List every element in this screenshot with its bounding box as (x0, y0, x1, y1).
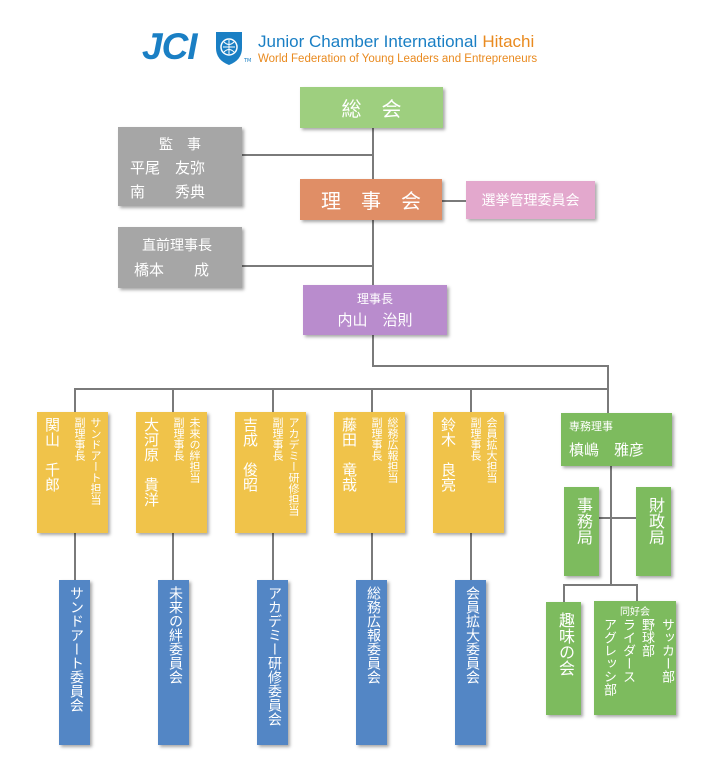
jci-logo-text: JCI (142, 26, 198, 67)
finance-office-label: 財政局 (646, 497, 665, 545)
committee-box: アカデミー研修委員会 (257, 580, 288, 745)
trunk-line (372, 128, 374, 365)
auditor-connector (242, 154, 373, 156)
vp5-drop (470, 388, 472, 412)
secretariat-label: 事務局 (574, 497, 593, 545)
org-city: Hitachi (482, 32, 535, 51)
hobby-group-box: 趣味の会 (546, 602, 581, 715)
hobby-drop-right (636, 584, 638, 602)
vice-president-name: 鈴木 良亮 (439, 417, 457, 492)
vice-president-box: 会員拡大担当 副理事長 鈴木 良亮 (433, 412, 504, 533)
past-president-name: 橋本 成 (134, 261, 210, 279)
vp1-drop (74, 388, 76, 412)
election-connector (442, 200, 466, 202)
auditors-title: 監 事 (159, 137, 201, 153)
club-item: 野球部 (639, 618, 654, 657)
club-item: ライダース (620, 618, 635, 683)
vice-president-role: 副理事長 (172, 417, 185, 461)
election-committee-box: 選挙管理委員会 (466, 181, 595, 219)
president-name: 内山 治則 (337, 311, 413, 329)
president-title: 理事長 (356, 292, 393, 306)
committee-label: 総務広報委員会 (365, 586, 381, 684)
board-box: 理 事 会 (300, 179, 442, 220)
club-item: アグレッシ部 (601, 618, 616, 696)
vp-bus-line (74, 388, 608, 390)
vice-president-name: 関山 千郎 (43, 417, 61, 492)
vice-president-role: 副理事長 (370, 417, 383, 461)
executive-director-name: 槙嶋 雅彦 (569, 441, 645, 459)
committee-box: 総務広報委員会 (356, 580, 387, 745)
committee4-drop (371, 533, 373, 580)
trademark-mark: TM (244, 58, 252, 64)
committee-box: 未来の絆委員会 (158, 580, 189, 745)
committee-label: 未来の絆委員会 (167, 586, 183, 684)
jci-logo: JCI TM (142, 26, 252, 70)
committee2-drop (172, 533, 174, 580)
committee5-drop (470, 533, 472, 580)
hobby-bus-line (563, 584, 637, 586)
past-president-connector (242, 265, 373, 267)
vice-president-box: サンドアート担当 副理事長 関山 千郎 (37, 412, 108, 533)
vice-president-charge: 総務広報担当 (386, 417, 399, 483)
org-tagline: World Federation of Young Leaders and En… (258, 53, 538, 65)
executive-drop-line (607, 365, 609, 413)
election-committee-label: 選挙管理委員会 (481, 193, 580, 209)
hobby-drop-left (563, 584, 565, 602)
finance-office-box: 財政局 (636, 487, 671, 576)
vp4-drop (371, 388, 373, 412)
vice-president-box: アカデミー研修担当 副理事長 吉成 俊昭 (235, 412, 306, 533)
secretariat-box: 事務局 (564, 487, 599, 576)
committee-label: アカデミー研修委員会 (266, 586, 282, 726)
executive-director-title: 専務理事 (569, 420, 613, 433)
vp2-drop (172, 388, 174, 412)
vice-president-name: 藤田 竜哉 (340, 417, 358, 492)
vp3-drop (272, 388, 274, 412)
committee-box: 会員拡大委員会 (455, 580, 486, 745)
executive-down-line (610, 466, 612, 584)
past-president-box: 直前理事長 橋本 成 (118, 227, 242, 288)
committee-label: サンドアート委員会 (68, 586, 84, 712)
committee1-drop (74, 533, 76, 580)
auditor-name-2: 南 秀典 (130, 183, 206, 201)
vice-president-charge: サンドアート担当 (89, 417, 102, 505)
auditor-name-1: 平尾 友弥 (130, 159, 206, 177)
org-title: Junior Chamber International Hitachi (258, 32, 588, 52)
board-label: 理 事 会 (321, 189, 421, 213)
clubs-header: 同好会 (620, 607, 650, 618)
hobby-group-label: 趣味の会 (556, 612, 575, 676)
executive-director-box: 専務理事 槙嶋 雅彦 (561, 413, 672, 466)
committee-label: 会員拡大委員会 (464, 586, 480, 684)
club-item: サッカー部 (659, 618, 674, 683)
president-box: 理事長 内山 治則 (303, 285, 447, 335)
vice-president-name: 大河原 貴洋 (142, 417, 160, 507)
vice-president-name: 吉成 俊昭 (241, 417, 259, 492)
org-name: Junior Chamber International (258, 32, 478, 51)
vice-president-box: 総務広報担当 副理事長 藤田 竜哉 (334, 412, 405, 533)
vice-president-box: 未来の絆担当 副理事長 大河原 貴洋 (136, 412, 207, 533)
general-assembly-label: 総 会 (341, 97, 402, 121)
vice-president-role: 副理事長 (73, 417, 86, 461)
vice-president-charge: 会員拡大担当 (485, 417, 498, 483)
committee3-drop (272, 533, 274, 580)
vice-president-role: 副理事長 (469, 417, 482, 461)
general-assembly-box: 総 会 (300, 87, 443, 128)
vice-president-charge: アカデミー研修担当 (287, 417, 300, 516)
committee-box: サンドアート委員会 (59, 580, 90, 745)
jci-shield-icon (216, 32, 242, 65)
vice-president-charge: 未来の絆担当 (188, 417, 201, 483)
vice-president-role: 副理事長 (271, 417, 284, 461)
auditors-box: 監 事 平尾 友弥 南 秀典 (118, 127, 242, 206)
office-connector (597, 517, 636, 519)
past-president-title: 直前理事長 (142, 238, 212, 254)
branch-to-executive-line (372, 365, 609, 367)
clubs-box: 同好会 サッカー部 野球部 ライダース アグレッシ部 (594, 601, 676, 715)
